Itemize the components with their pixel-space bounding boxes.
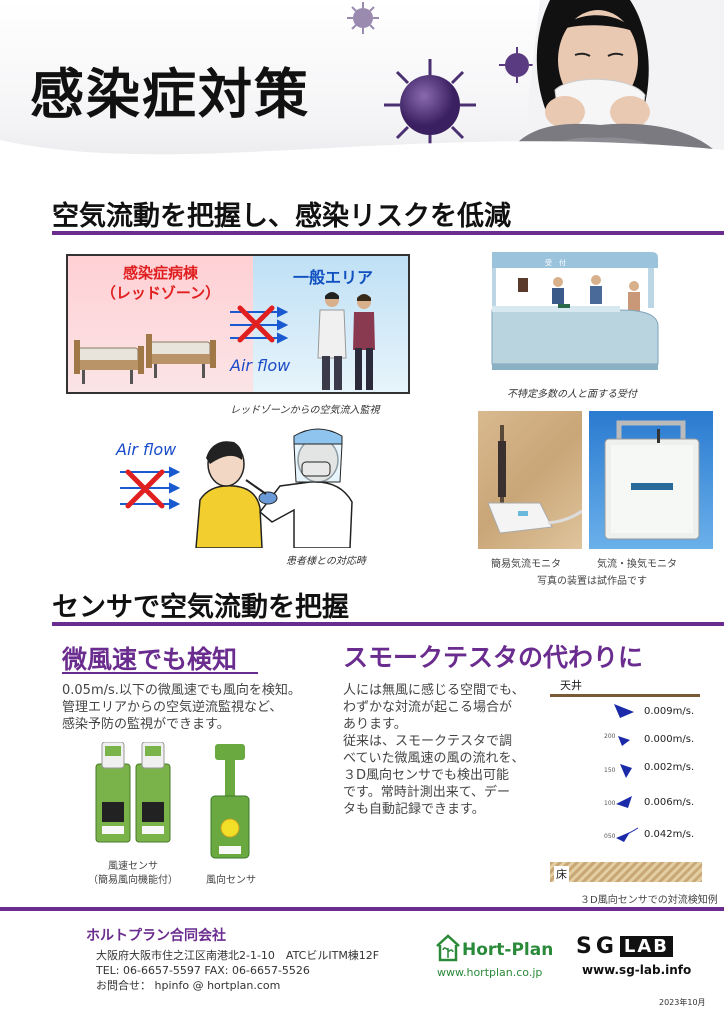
footer-rule	[0, 907, 724, 911]
wind-direction-marker-icon	[616, 827, 639, 842]
height-label: 100	[604, 800, 616, 807]
wind-direction-marker-icon	[614, 704, 634, 718]
company-address: 大阪府大阪市住之江区南港北2-1-10 ATCビルITM棟12F	[96, 949, 380, 962]
hospital-beds-image	[74, 334, 216, 384]
sglab-logo-lab: LAB	[619, 936, 674, 957]
hortplan-logo: Hort-Plan	[462, 940, 554, 960]
company-phone-fax: TEL: 06-6657-5597 FAX: 06-6657-5526	[96, 964, 310, 977]
reception-desk-image	[491, 252, 659, 370]
airflow-monitor-caption: 気流・換気モニタ	[597, 559, 677, 570]
smoke-tester-heading: スモークテスタの代わりに	[343, 643, 644, 672]
section-rule	[52, 231, 724, 235]
hortplan-url[interactable]: www.hortplan.co.jp	[437, 966, 543, 979]
airflow-ventilation-monitor-photo	[589, 411, 713, 549]
airflow-label: Air flow	[230, 356, 291, 375]
height-label: 150	[604, 767, 616, 774]
wind-direction-marker-icon	[616, 796, 632, 808]
airflow-ventilation-monitor-device	[604, 420, 700, 540]
wind-speed-value: 0.002m/s.	[644, 762, 695, 773]
prototype-note: 写真の装置は試作品です	[537, 576, 647, 587]
header-wave	[0, 140, 724, 175]
floor-label: 床	[554, 866, 569, 882]
ceiling-line	[550, 694, 700, 697]
wind-speed-sensor-subcaption: （簡易風向機能付）	[88, 875, 178, 886]
virus-icon	[499, 47, 535, 83]
publication-date: 2023年10月	[659, 998, 706, 1007]
smoke-tester-text: 人には無風に感じる空間でも、 わずかな対流が起こる場合が あります。 従来は、ス…	[343, 683, 525, 817]
sglab-logo-sg: SG	[576, 934, 618, 959]
wind-speed-value: 0.009m/s.	[644, 706, 695, 717]
convection-chart-caption: ３D風向センサでの対流検知例	[580, 895, 718, 906]
height-label: 200	[604, 733, 616, 740]
reception-sign: 受 付	[545, 259, 566, 267]
floor-area	[550, 862, 702, 882]
header-banner: 感染症対策	[0, 0, 724, 175]
wind-direction-sensor-caption: 風向センサ	[206, 875, 256, 886]
red-zone-sublabel: （レッドゾーン）	[100, 284, 221, 302]
ward-airflow-diagram: 感染症病棟 （レッドゾーン） 一般エリア Air flow	[66, 254, 410, 394]
cross-mark-icon	[125, 469, 165, 509]
wind-speed-value: 0.000m/s.	[644, 734, 695, 745]
section-heading-sensors: センサで空気流動を把握	[52, 592, 349, 623]
patient-diagram-caption: 患者様との対応時	[286, 556, 366, 567]
virus-icon	[384, 59, 476, 151]
sglab-url[interactable]: www.sg-lab.info	[582, 963, 692, 977]
simple-airflow-monitor-device	[487, 425, 582, 534]
wind-direction-marker-icon	[618, 736, 630, 746]
hortplan-house-icon	[436, 934, 460, 962]
wind-direction-marker-icon	[620, 764, 632, 778]
wind-direction-sensor-image	[210, 744, 250, 859]
page-title: 感染症対策	[30, 62, 310, 126]
low-wind-speed-heading: 微風速でも検知	[62, 645, 238, 674]
wind-speed-sensor-image	[95, 742, 171, 843]
section-heading-airflow: 空気流動を把握し、感染リスクを低減	[52, 201, 511, 232]
red-zone-label: 感染症病棟	[122, 264, 198, 282]
wind-speed-value: 0.006m/s.	[644, 797, 695, 808]
sglab-logo: SG LAB	[576, 934, 674, 959]
general-area-label: 一般エリア	[293, 268, 374, 287]
company-contact: お問合せ： hpinfo @ hortplan.com	[96, 979, 281, 992]
simple-airflow-monitor-photo	[478, 411, 582, 549]
ward-diagram-caption: レッドゾーンからの空気流入監視	[230, 405, 380, 416]
height-label: 050	[604, 833, 616, 840]
low-wind-speed-underline	[62, 640, 258, 674]
cross-mark-icon	[237, 305, 275, 343]
reception-caption: 不特定多数の人と面する受付	[507, 389, 637, 400]
wind-speed-sensor-caption: 風速センサ	[108, 861, 158, 872]
low-wind-speed-text: 0.05m/s.以下の微風速でも風向を検知。 管理エリアからの空気逆流監視など、…	[62, 683, 301, 732]
company-name: ホルトプラン合同会社	[86, 928, 226, 944]
virus-icon	[347, 2, 379, 34]
medical-staff-image	[317, 292, 375, 390]
patient-doctor-image	[195, 428, 353, 548]
wind-speed-value: 0.042m/s.	[644, 829, 695, 840]
section-rule	[52, 622, 724, 626]
simple-monitor-caption: 簡易気流モニタ	[491, 559, 561, 570]
ceiling-label: 天井	[560, 679, 582, 692]
airflow-label: Air flow	[116, 440, 177, 459]
